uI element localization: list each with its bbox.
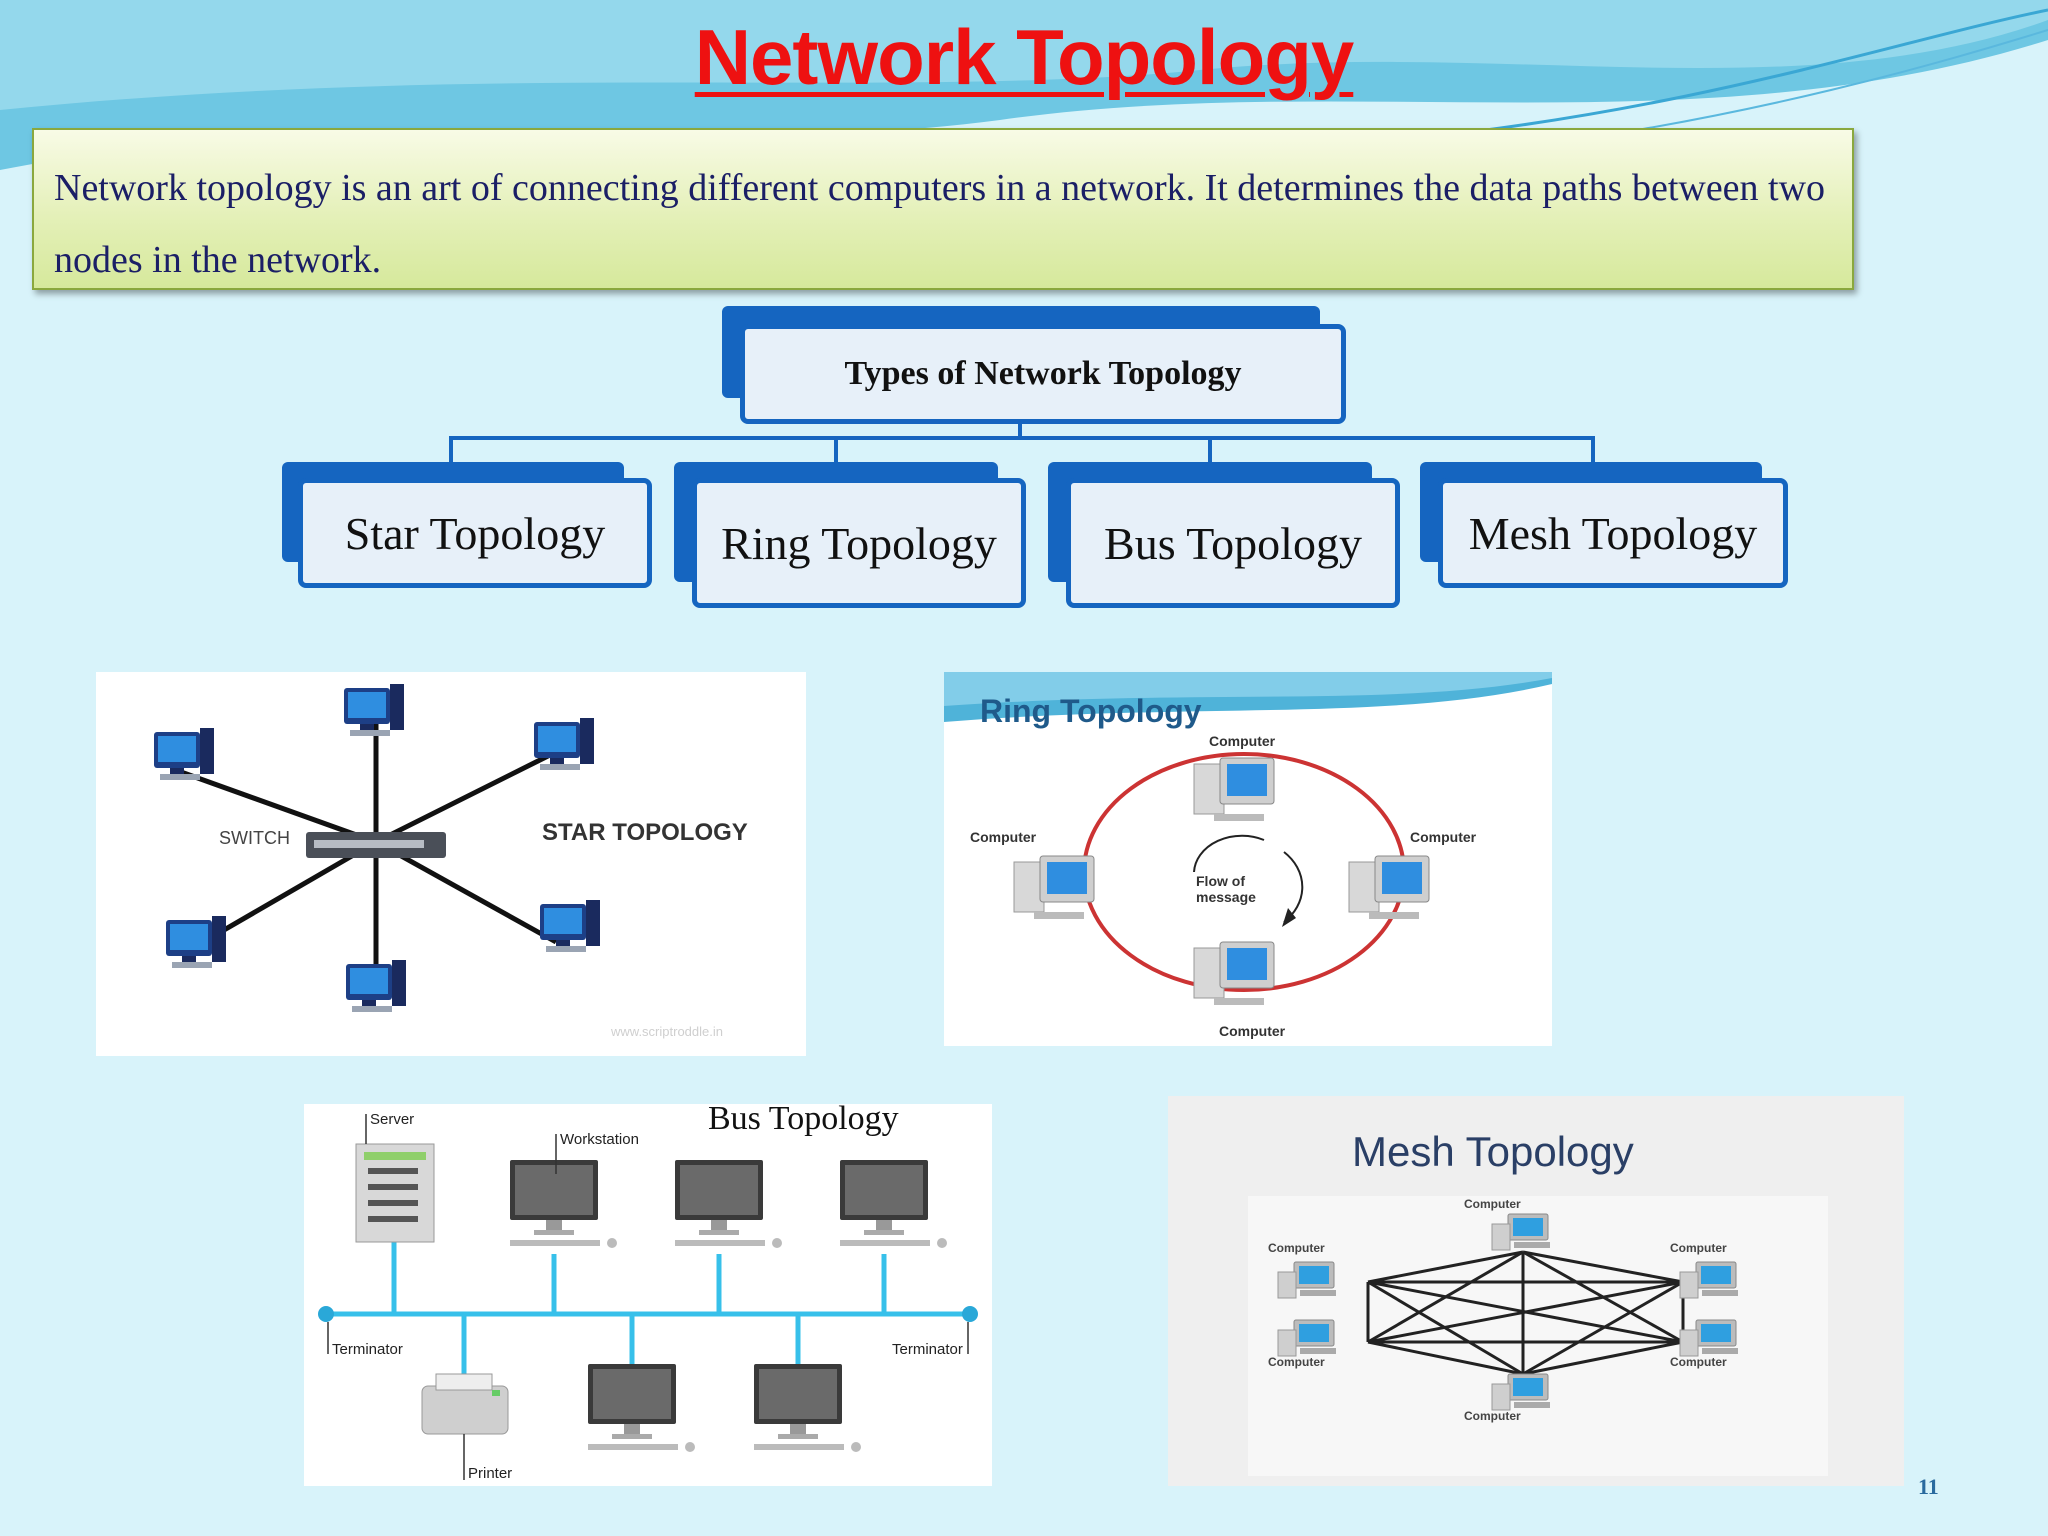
star-watermark: www.scriptroddle.in — [610, 1024, 723, 1039]
ring-center-label-1: Flow of — [1196, 873, 1245, 889]
mesh-label-right-top: Computer — [1670, 1241, 1727, 1255]
mesh-heading: Mesh Topology — [1352, 1128, 1634, 1175]
ring-topology-label: Ring Topology — [721, 517, 997, 569]
bus-label-server: Server — [370, 1111, 414, 1128]
bus-heading: Bus Topology — [708, 1100, 899, 1137]
bus-label-terminator-left: Terminator — [332, 1341, 403, 1358]
root-node-label: Types of Network Topology — [844, 355, 1242, 392]
bus-topology-node: Bus Topology — [1066, 478, 1400, 608]
mesh-label-bottom: Computer — [1464, 1409, 1521, 1423]
ring-heading: Ring Topology — [980, 693, 1202, 729]
mesh-label-top: Computer — [1464, 1197, 1521, 1211]
ring-label-top: Computer — [1209, 733, 1276, 749]
bus-topology-image: Server Workstation Terminator Terminator… — [304, 1104, 992, 1486]
bus-label-terminator-right: Terminator — [892, 1341, 963, 1358]
mesh-topology-label: Mesh Topology — [1468, 507, 1758, 559]
mesh-label-left-top: Computer — [1268, 1241, 1325, 1255]
ring-center-label-2: message — [1196, 889, 1256, 905]
ring-label-left: Computer — [970, 829, 1037, 845]
connector-mesh — [1591, 436, 1595, 466]
mesh-topology-image: Mesh Topology Computer Computer Computer — [1168, 1096, 1904, 1486]
connector-ring — [834, 436, 838, 466]
definition-box: Network topology is an art of connecting… — [32, 128, 1854, 290]
star-caption: STAR TOPOLOGY — [542, 819, 748, 846]
connector-bar — [449, 436, 1595, 440]
ring-topology-image: Ring Topology Flow of message Computer C… — [944, 672, 1552, 1046]
ring-label-right: Computer — [1410, 829, 1477, 845]
connector-star — [449, 436, 453, 466]
star-topology-image: SWITCH STAR TOPOLOGY www.scriptroddle.in — [96, 672, 806, 1056]
definition-text: Network topology is an art of connecting… — [54, 167, 1826, 281]
connector-bus — [1208, 436, 1212, 466]
mesh-label-right-bottom: Computer — [1670, 1355, 1727, 1369]
page-number: 11 — [1918, 1474, 1939, 1499]
connector-trunk — [1018, 424, 1022, 440]
mesh-topology-node: Mesh Topology — [1438, 478, 1788, 588]
ring-topology-node: Ring Topology — [692, 478, 1026, 608]
root-node: Types of Network Topology — [740, 324, 1346, 424]
star-topology-label: Star Topology — [344, 507, 606, 559]
star-topology-node: Star Topology — [298, 478, 652, 588]
page-title: Network Topology — [694, 13, 1355, 101]
mesh-label-left-bottom: Computer — [1268, 1355, 1325, 1369]
bus-label-printer: Printer — [468, 1465, 512, 1482]
bus-label-workstation: Workstation — [560, 1131, 639, 1148]
ring-label-bottom: Computer — [1219, 1023, 1286, 1039]
bus-topology-label: Bus Topology — [1104, 517, 1362, 569]
star-switch-label: SWITCH — [219, 828, 290, 848]
